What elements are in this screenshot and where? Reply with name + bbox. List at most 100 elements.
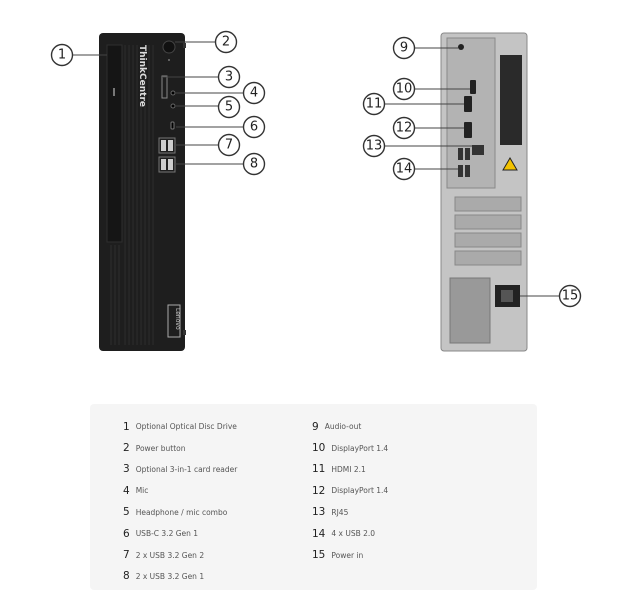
- legend-number: 14: [312, 527, 326, 540]
- warning-icon: [502, 157, 518, 171]
- legend-number: 11: [312, 463, 326, 476]
- callout-13: 13: [362, 134, 386, 158]
- callout-7: 7: [217, 133, 241, 157]
- legend-label: USB-C 3.2 Gen 1: [135, 529, 199, 539]
- callout-number: 3: [225, 70, 233, 85]
- callout-circle: [242, 81, 266, 105]
- front-grille: [110, 45, 154, 345]
- legend-number: 2: [123, 442, 130, 455]
- callout-circle: [242, 115, 266, 139]
- legend-item: 15 Power in: [312, 544, 388, 565]
- legend-label: 2 x USB 3.2 Gen 1: [135, 571, 205, 581]
- front-leader-lines: [73, 41, 243, 165]
- callout-5: 5: [217, 95, 241, 119]
- callout-15: 15: [558, 284, 582, 308]
- legend-item: 12 DisplayPort 1.4: [312, 480, 388, 501]
- vent-grid: [449, 277, 491, 344]
- legend-label: HDMI 2.1: [331, 464, 366, 474]
- callout-number: 11: [366, 97, 383, 112]
- callout-14: 14: [392, 157, 416, 181]
- legend-number: 3: [123, 463, 130, 476]
- legend-label: Optional 3-in-1 card reader: [135, 464, 238, 474]
- callout-number: 4: [250, 86, 258, 101]
- callout-circle: [362, 92, 386, 116]
- callout-3: 3: [217, 65, 241, 89]
- legend-panel: 1 Optional Optical Disc Drive 2 Power butto…: [90, 404, 537, 590]
- legend-number: 12: [312, 484, 326, 497]
- callout-circle: [214, 30, 238, 54]
- callout-circle: [558, 284, 582, 308]
- legend-item: 14 4 x USB 2.0: [312, 523, 388, 544]
- legend-label: Power button: [135, 443, 186, 453]
- legend-number: 6: [123, 527, 130, 540]
- legend-label: Optional Optical Disc Drive: [135, 422, 237, 432]
- legend-item: 1 Optional Optical Disc Drive: [123, 416, 237, 437]
- callout-number: 15: [562, 289, 579, 304]
- callout-4: 4: [242, 81, 266, 105]
- callout-circle: [242, 152, 266, 176]
- callout-10: 10: [392, 77, 416, 101]
- callout-number: 10: [396, 82, 413, 97]
- callout-6: 6: [242, 115, 266, 139]
- power-button-icon: [162, 40, 176, 54]
- callout-number: 13: [366, 139, 383, 154]
- legend-item: 6 USB-C 3.2 Gen 1: [123, 523, 237, 544]
- callout-number: 9: [400, 41, 408, 56]
- callout-1: 1: [50, 43, 74, 67]
- legend-label: Power in: [331, 550, 364, 560]
- callout-2: 2: [214, 30, 238, 54]
- legend-label: 2 x USB 3.2 Gen 2: [135, 550, 205, 560]
- callout-number: 7: [225, 138, 233, 153]
- legend-item: 11 HDMI 2.1: [312, 459, 388, 480]
- legend-number: 5: [123, 506, 130, 519]
- legend-left-column: 1 Optional Optical Disc Drive 2 Power butto…: [123, 416, 237, 587]
- legend-number: 13: [312, 506, 326, 519]
- legend-number: 7: [123, 549, 130, 562]
- callout-circle: [392, 116, 416, 140]
- callout-circle: [392, 157, 416, 181]
- thinkcentre-logo: ThinkCentre: [137, 45, 147, 107]
- legend-item: 2 Power button: [123, 437, 237, 458]
- callout-11: 11: [362, 92, 386, 116]
- callout-circle: [392, 36, 416, 60]
- callout-number: 12: [396, 121, 413, 136]
- callout-circle: [50, 43, 74, 67]
- callout-circle: [392, 77, 416, 101]
- callout-number: 1: [58, 48, 66, 63]
- legend-number: 1: [123, 420, 130, 433]
- callout-number: 5: [225, 100, 233, 115]
- legend-number: 8: [123, 570, 130, 583]
- callout-circle: [362, 134, 386, 158]
- callout-9: 9: [392, 36, 416, 60]
- callout-number: 6: [250, 120, 258, 135]
- rear-view: [440, 32, 528, 352]
- callout-number: 8: [250, 157, 258, 172]
- callout-circle: [217, 133, 241, 157]
- legend-number: 9: [312, 420, 319, 433]
- legend-number: 15: [312, 549, 326, 562]
- legend-item: 4 Mic: [123, 480, 237, 501]
- audio-out-port: [458, 44, 464, 50]
- legend-label: Mic: [135, 486, 149, 496]
- callout-number: 14: [396, 162, 413, 177]
- product-diagram: ThinkCentre Lenovo: [50, 30, 582, 352]
- legend-label: DisplayPort 1.4: [331, 486, 389, 496]
- legend-item: 3 Optional 3-in-1 card reader: [123, 459, 237, 480]
- callout-number: 2: [222, 35, 230, 50]
- legend-label: 4 x USB 2.0: [331, 529, 376, 539]
- legend-item: 7 2 x USB 3.2 Gen 2: [123, 544, 237, 565]
- legend-item: 5 Headphone / mic combo: [123, 502, 237, 523]
- legend-label: Headphone / mic combo: [135, 507, 228, 517]
- callout-circle: [217, 65, 241, 89]
- callout-8: 8: [242, 152, 266, 176]
- callout-12: 12: [392, 116, 416, 140]
- legend-label: RJ45: [331, 507, 349, 517]
- legend-number: 4: [123, 484, 130, 497]
- rear-leader-lines: [385, 47, 559, 297]
- callout-circle: [217, 95, 241, 119]
- legend-item: 8 2 x USB 3.2 Gen 1: [123, 566, 237, 587]
- legend-item: 13 RJ45: [312, 502, 388, 523]
